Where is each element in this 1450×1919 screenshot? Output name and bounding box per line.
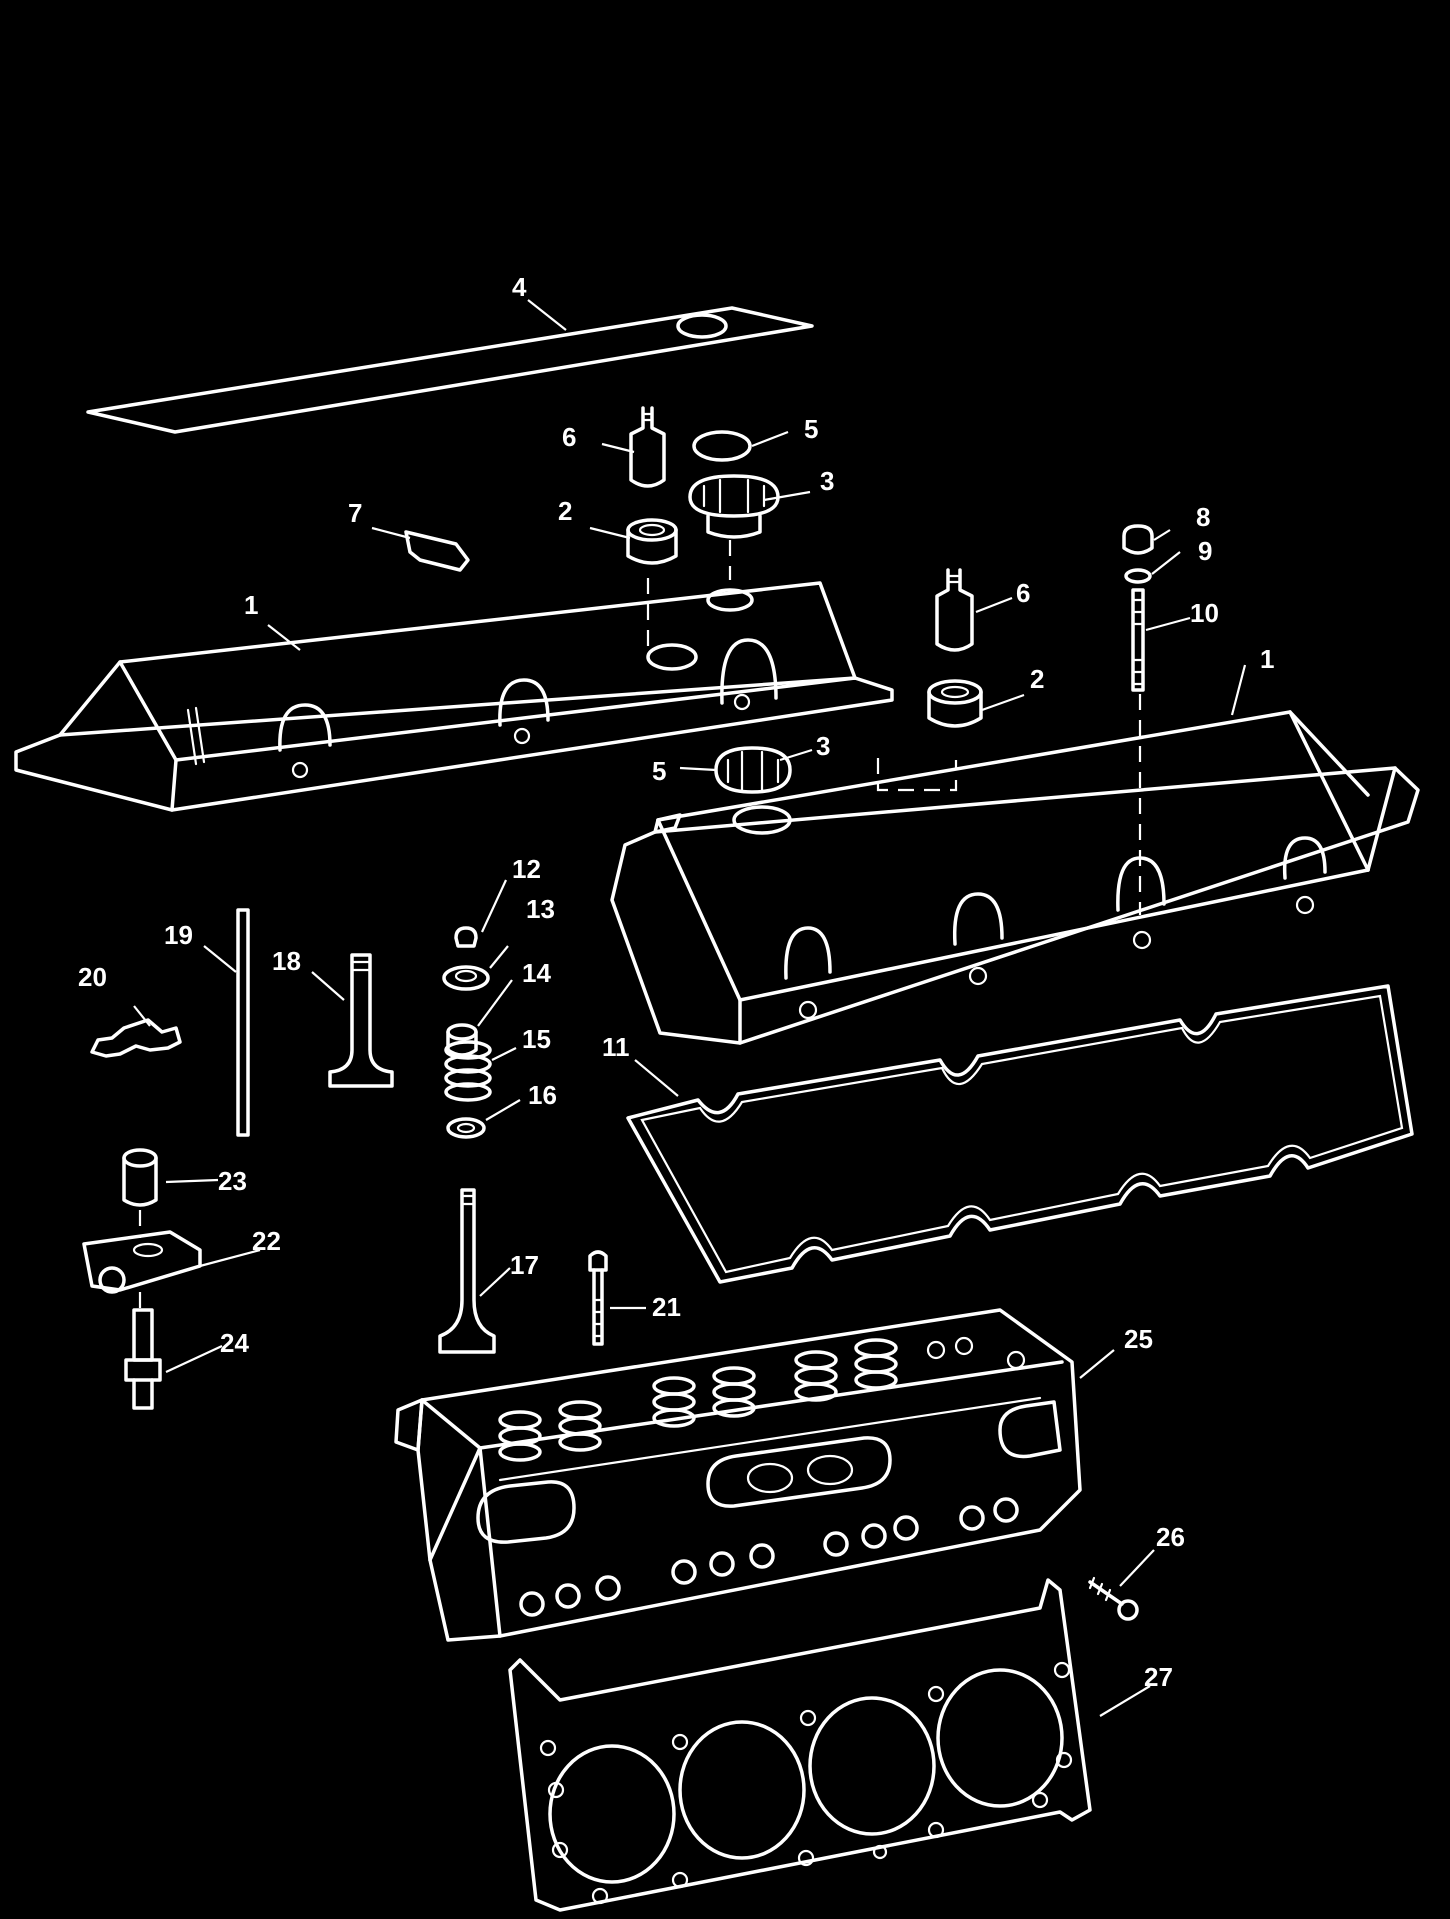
part-15-valve-spring <box>444 1040 492 1102</box>
part-18-valve <box>328 953 394 1088</box>
part-6-fitting-top <box>629 406 666 488</box>
callout-4: 4 <box>512 272 527 302</box>
part-16-shim <box>446 1117 486 1139</box>
part-13-retainer <box>442 965 490 991</box>
callout-24: 24 <box>220 1328 249 1358</box>
part-8-nut <box>1122 524 1154 555</box>
callout-17: 17 <box>510 1250 539 1280</box>
callout-6-right: 6 <box>1016 578 1030 608</box>
part-9-washer <box>1124 568 1152 584</box>
callout-25: 25 <box>1124 1324 1153 1354</box>
part-25-cylinder-head <box>394 1308 1082 1642</box>
part-5-seal-top <box>692 430 752 462</box>
callout-23: 23 <box>218 1166 247 1196</box>
callout-21: 21 <box>652 1292 681 1322</box>
part-6-fitting-right <box>935 568 974 652</box>
part-20-guide <box>90 1018 182 1058</box>
part-1-valve-cover-right <box>610 710 1420 1045</box>
callout-18: 18 <box>272 946 301 976</box>
callout-5-top: 5 <box>804 414 818 444</box>
part-1-valve-cover-left <box>14 581 894 812</box>
part-2-grommet-top <box>626 518 678 565</box>
callout-26: 26 <box>1156 1522 1185 1552</box>
part-4-baffle <box>86 306 814 434</box>
callout-7: 7 <box>348 498 362 528</box>
callout-2-right: 2 <box>1030 664 1044 694</box>
part-23-pivot <box>122 1148 158 1207</box>
callout-8: 8 <box>1196 502 1210 532</box>
part-22-rocker-arm <box>82 1230 202 1294</box>
assembly-lines <box>138 540 1142 1310</box>
callout-6-top: 6 <box>562 422 576 452</box>
callout-14: 14 <box>522 958 551 988</box>
callout-1-right: 1 <box>1260 644 1274 674</box>
callout-13: 13 <box>526 894 555 924</box>
part-7-clip <box>404 530 470 572</box>
part-27-head-gasket <box>508 1578 1092 1912</box>
part-24-stud <box>124 1308 162 1410</box>
callout-16: 16 <box>528 1080 557 1110</box>
part-11-gasket <box>626 984 1414 1284</box>
callout-27: 27 <box>1144 1662 1173 1692</box>
callout-2-top: 2 <box>558 496 572 526</box>
callout-1-left: 1 <box>244 590 258 620</box>
part-17-valve <box>438 1188 496 1354</box>
part-26-bolt <box>1088 1576 1139 1621</box>
leader-lines <box>133 299 1247 1717</box>
part-3-cap-right <box>714 746 792 794</box>
callout-22: 22 <box>252 1226 281 1256</box>
part-3-cap-top <box>688 474 780 539</box>
callout-20: 20 <box>78 962 107 992</box>
callout-labels: 4 1 1 2 2 3 3 5 5 6 6 7 8 9 10 11 12 13 … <box>78 272 1274 1692</box>
callout-5-right: 5 <box>652 756 666 786</box>
part-14-valve-seal <box>446 1023 478 1057</box>
callout-9: 9 <box>1198 536 1212 566</box>
callout-19: 19 <box>164 920 193 950</box>
part-21-bolt <box>588 1250 608 1346</box>
head-springs <box>498 1338 898 1462</box>
part-2-grommet-right <box>927 679 983 728</box>
callout-3-top: 3 <box>820 466 834 496</box>
callout-11: 11 <box>602 1032 630 1062</box>
callout-3-right: 3 <box>816 731 830 761</box>
callout-15: 15 <box>522 1024 551 1054</box>
callout-10: 10 <box>1190 598 1219 628</box>
part-19-pushrod <box>236 908 250 1137</box>
part-12-keepers <box>454 926 478 948</box>
part-10-stud <box>1131 588 1145 692</box>
callout-12: 12 <box>512 854 541 884</box>
